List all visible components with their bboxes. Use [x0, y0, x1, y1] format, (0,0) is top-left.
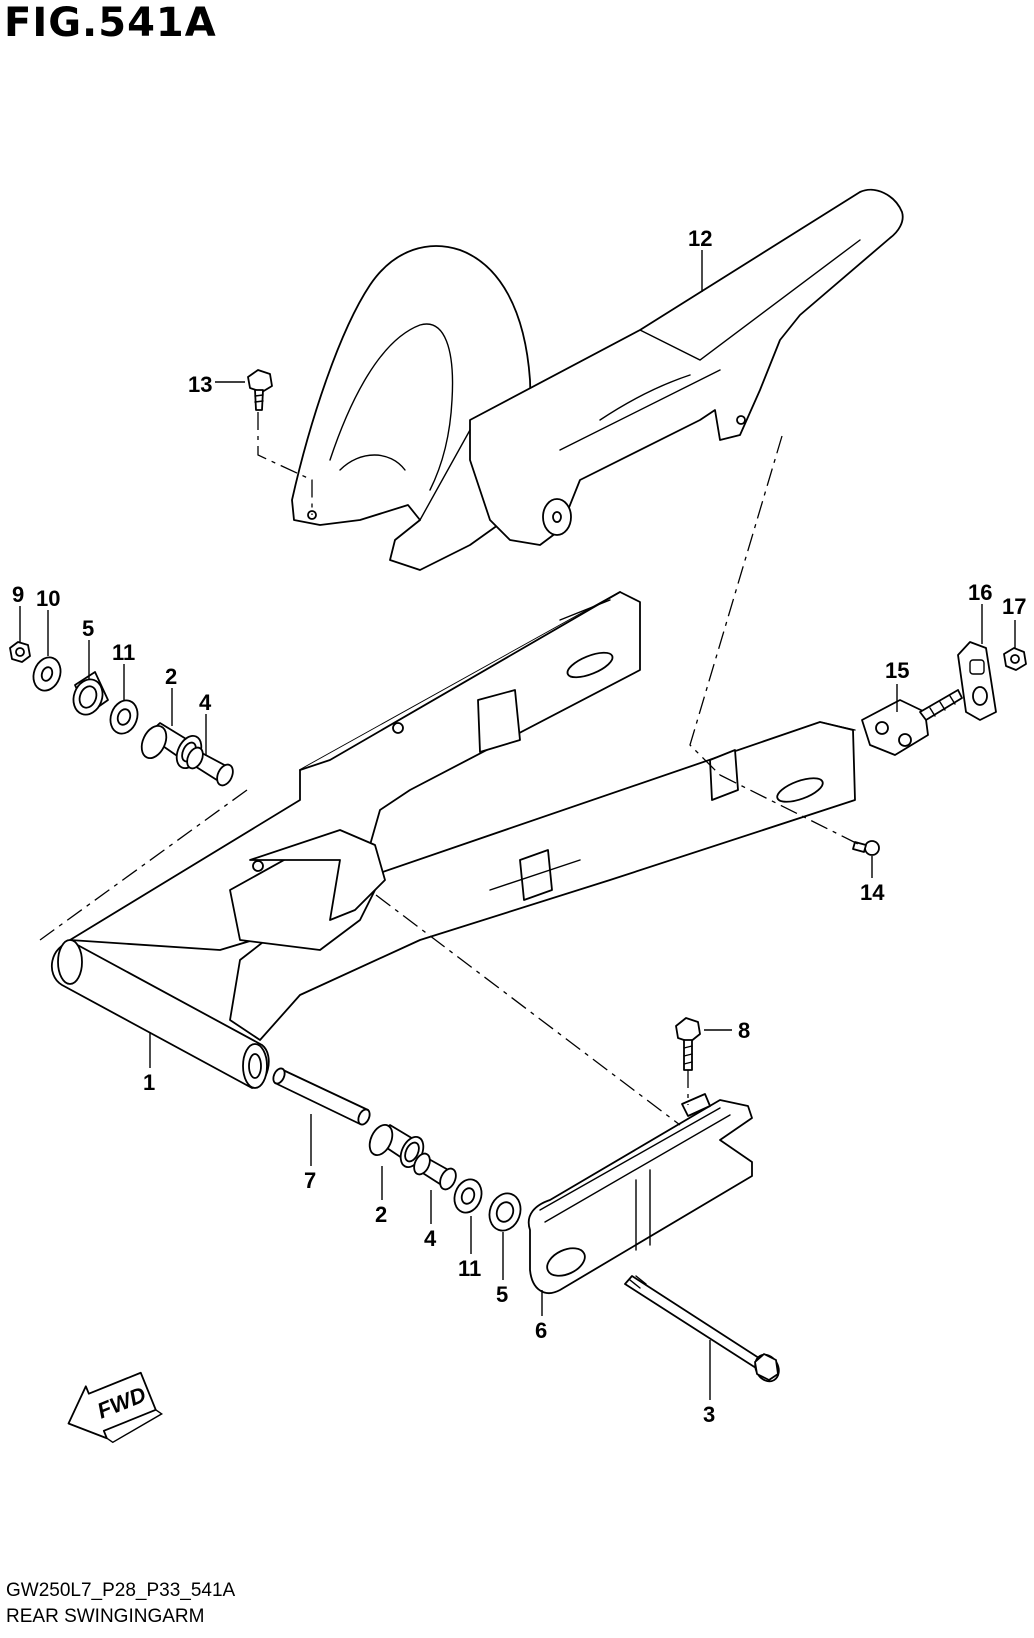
callout-1: 1: [143, 1070, 155, 1095]
bushing-part-4-lower[interactable]: [411, 1151, 459, 1192]
chain-adjuster-part-15[interactable]: [861, 689, 963, 756]
bolt-part-3[interactable]: [624, 1275, 784, 1386]
pivot-shaft-part-7[interactable]: [271, 1067, 372, 1127]
drawing-code: GW250L7_P28_P33_541A: [6, 1580, 236, 1601]
callout-11-upper: 11: [112, 640, 135, 665]
swingarm-part-1[interactable]: [51, 591, 856, 1089]
callout-5-upper: 5: [82, 616, 94, 641]
callout-labels: 13 12 9 10 5 11 2 4 1 7 2 4 11 5 6 3 8 1…: [12, 226, 1026, 1427]
screw-part-13[interactable]: [247, 369, 273, 411]
callout-10: 10: [36, 586, 60, 611]
bushing-part-4-upper[interactable]: [184, 745, 236, 788]
nut-part-9[interactable]: [9, 641, 31, 663]
leader-lines: [19, 250, 1016, 1400]
callout-11-lower: 11: [458, 1256, 481, 1281]
callout-4-lower: 4: [424, 1226, 437, 1251]
callout-4-upper: 4: [199, 690, 212, 715]
callout-12: 12: [688, 226, 712, 251]
callout-7: 7: [304, 1168, 316, 1193]
callout-2-lower: 2: [375, 1202, 387, 1227]
callout-6: 6: [535, 1318, 547, 1343]
chain-case-part-12[interactable]: [291, 188, 904, 571]
nut-part-17[interactable]: [1003, 647, 1027, 671]
callout-13: 13: [188, 372, 212, 397]
spacer-part-5-lower[interactable]: [484, 1189, 525, 1235]
screw-part-14[interactable]: [852, 840, 880, 856]
chain-guide-part-6[interactable]: [527, 1093, 753, 1294]
spacer-part-5-upper[interactable]: [69, 671, 109, 719]
callout-5-lower: 5: [496, 1282, 508, 1307]
assembly-lines: [39, 412, 861, 1126]
fwd-direction-arrow: FWD: [67, 1371, 164, 1444]
washer-part-10[interactable]: [29, 654, 65, 695]
callout-15: 15: [885, 658, 909, 683]
adjuster-plate-part-16[interactable]: [957, 641, 997, 721]
callout-9: 9: [12, 582, 24, 607]
section-name: REAR SWINGINGARM: [6, 1606, 205, 1627]
washer-part-11-upper[interactable]: [106, 697, 142, 738]
bolt-part-8[interactable]: [675, 1017, 701, 1071]
callout-16: 16: [968, 580, 992, 605]
callout-2-upper: 2: [165, 664, 177, 689]
callout-14: 14: [860, 880, 885, 905]
callout-17: 17: [1002, 594, 1026, 619]
callout-3: 3: [703, 1402, 715, 1427]
callout-8: 8: [738, 1018, 750, 1043]
washer-part-11-lower[interactable]: [450, 1176, 486, 1217]
figure-title: FIG.541A: [4, 0, 217, 46]
